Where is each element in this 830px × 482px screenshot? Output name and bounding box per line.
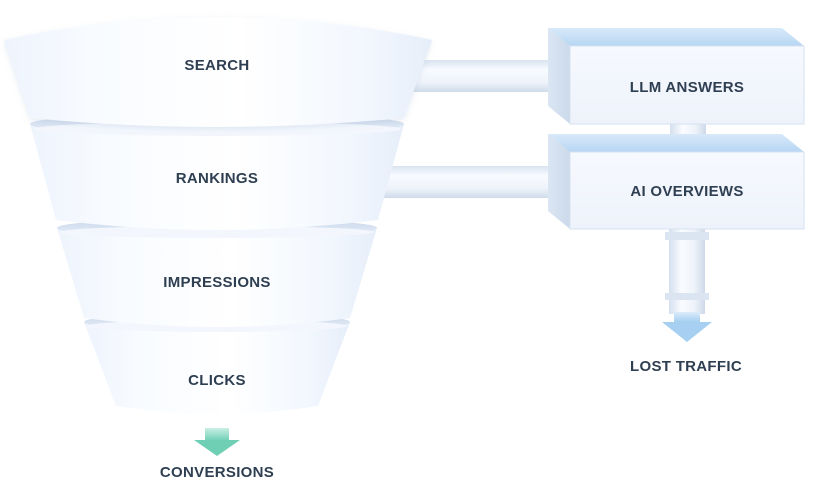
funnel-tier-search (4, 17, 432, 127)
pipe-ai-to-lost (665, 228, 709, 314)
funnel-label-search: SEARCH (184, 57, 249, 74)
funnel-label-rankings: RANKINGS (176, 170, 258, 187)
box-llm-answers (548, 28, 805, 125)
lost-traffic-arrow-icon (662, 312, 712, 342)
box-label-llm-answers: LLM ANSWERS (630, 79, 744, 96)
funnel-tier-impressions (57, 218, 377, 327)
lost-traffic-label: LOST TRAFFIC (630, 358, 742, 375)
box-ai-overviews (548, 134, 805, 230)
funnel-tier-clicks (84, 313, 350, 414)
conversions-label: CONVERSIONS (160, 464, 274, 481)
funnel-label-clicks: CLICKS (188, 372, 246, 389)
conversions-arrow-icon (194, 428, 240, 456)
box-label-ai-overviews: AI OVERVIEWS (630, 183, 743, 200)
funnel-label-impressions: IMPRESSIONS (163, 274, 271, 291)
